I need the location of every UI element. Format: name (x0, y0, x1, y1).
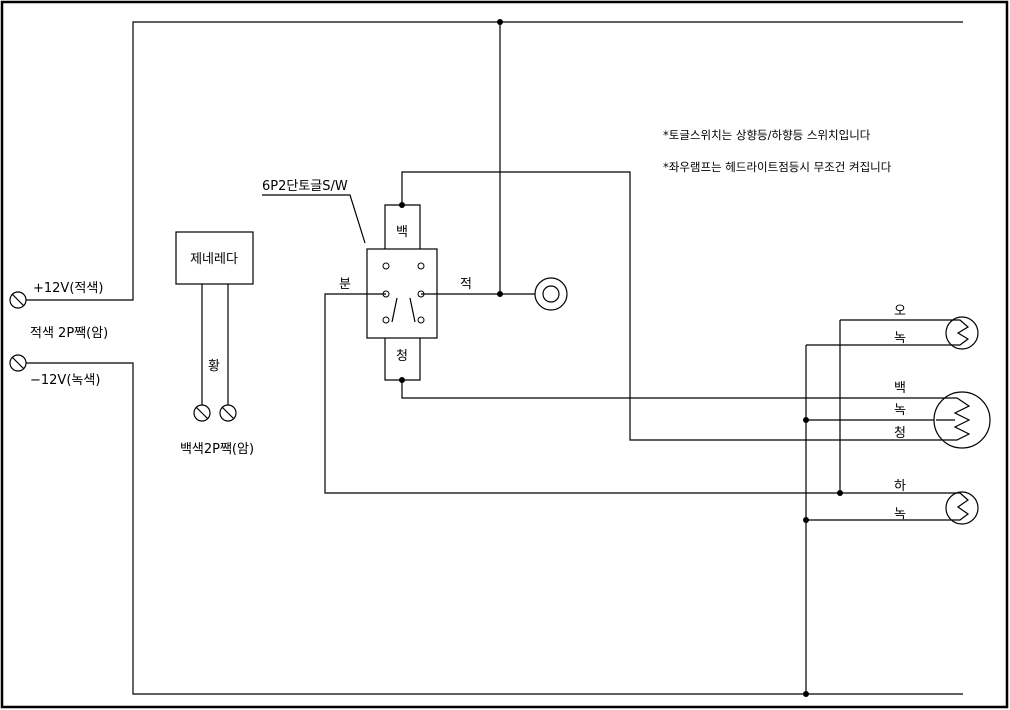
headlight-wire-label: 청 (894, 426, 906, 441)
generator-connector-label: 백색2P짹(암) (180, 442, 254, 457)
toggle-switch: 6P2단토글S/W 백 청 분 적 (262, 179, 472, 381)
switch-bottom-wire-label: 청 (396, 349, 408, 364)
plus-12v-label: +12V(적색) (33, 281, 103, 296)
headlight-wire-label: 녹 (894, 403, 906, 418)
lamp-note: *좌우램프는 헤드라이트점등시 무조건 켜집니다 (663, 160, 892, 174)
lower-lamp-wire-label: 하 (894, 479, 906, 494)
switch-blade-right (409, 297, 416, 323)
generator-label: 제네레다 (190, 252, 238, 267)
generator-box (175, 231, 254, 285)
headlight-wire-label: 백 (894, 381, 906, 396)
white-wire (401, 380, 936, 399)
switch-right-wire-label: 적 (460, 277, 472, 292)
lower-lamp-wire-label: 녹 (894, 507, 906, 522)
generator: 제네레다 황 백색2P짹(암) (175, 231, 254, 457)
switch-left-wire-label: 분 (339, 277, 351, 292)
plus-12v-wire (26, 21, 963, 301)
switch-blade-left (391, 297, 398, 323)
toggle-switch-label: 6P2단토글S/W (262, 179, 348, 194)
power-connector-label: 적색 2P짹(암) (30, 326, 108, 341)
minus-12v-wire (26, 362, 963, 695)
plus-terminal-icon (9, 291, 27, 309)
junction-dots (399, 19, 843, 697)
toggle-switch-leader (262, 194, 366, 244)
upper-lamp-wire-label: 녹 (894, 331, 906, 346)
orange-wire (839, 319, 952, 493)
upper-lamp-icon (945, 316, 979, 350)
headlight-lamp-icon (933, 391, 991, 449)
toggle-note: *토글스위치는 상향등/하향등 스위치입니다 (663, 128, 871, 142)
indicator-lamp-icon (534, 277, 568, 311)
switch-top-wire-label: 백 (396, 225, 408, 240)
minus-terminal-icon (9, 354, 27, 372)
switch-contacts (382, 262, 425, 324)
generator-terminal-icon (193, 404, 237, 422)
generator-wire-label: 황 (208, 359, 220, 374)
blue-wire (401, 171, 936, 441)
upper-lamp-wire-label: 오 (894, 304, 906, 319)
low-beam-wire (324, 293, 952, 494)
lower-lamp-icon (945, 491, 979, 525)
minus-12v-label: −12V(녹색) (30, 373, 100, 388)
